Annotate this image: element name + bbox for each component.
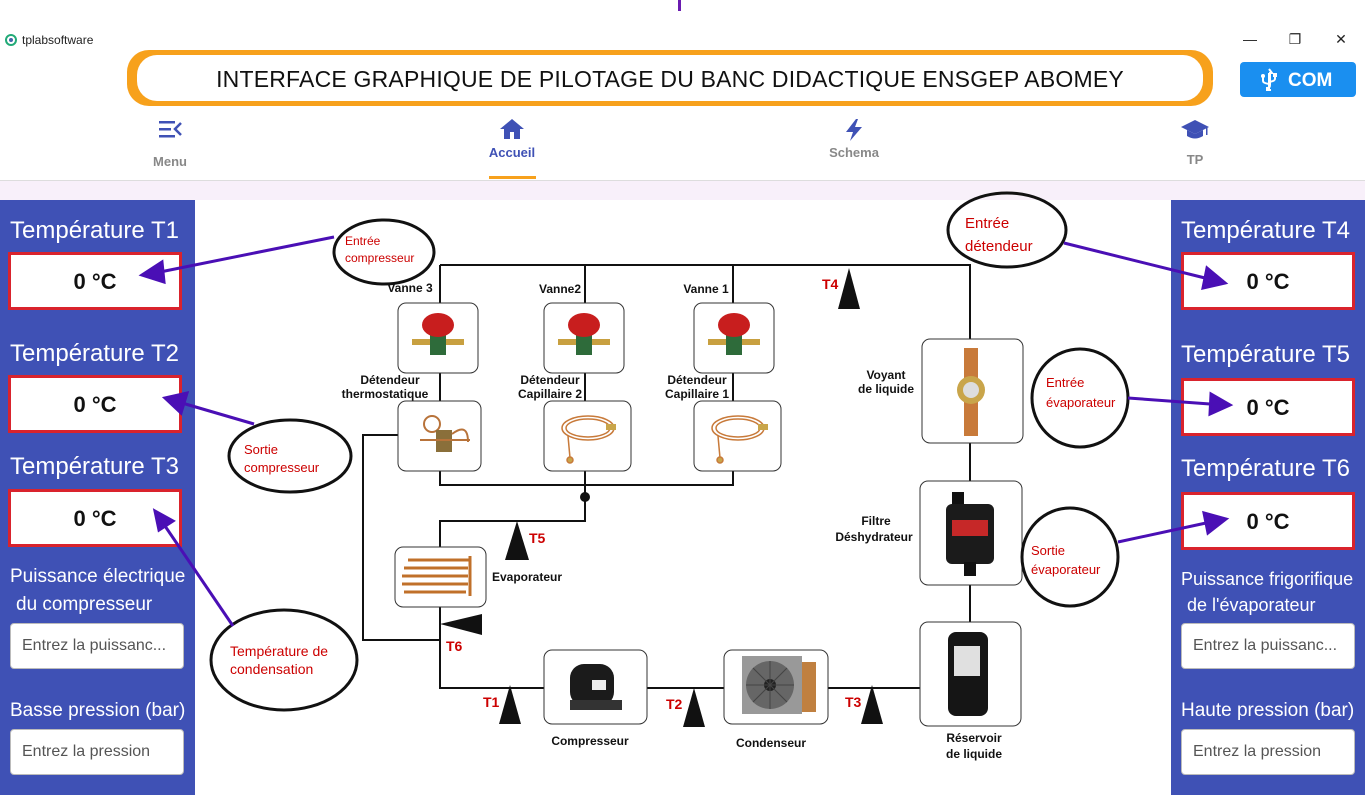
t4-label: Température T4: [1181, 217, 1350, 244]
nav-active-indicator: [489, 176, 536, 179]
nav-tp[interactable]: TP: [1155, 110, 1235, 180]
high-pressure-label: Haute pression (bar): [1181, 700, 1355, 721]
condenseur-label: Condenseur: [735, 736, 806, 750]
app-icon: [5, 34, 17, 46]
nav-accueil[interactable]: Accueil: [472, 110, 552, 180]
t3-label: Température T3: [10, 453, 179, 480]
sight-glass-icon: [957, 348, 985, 436]
reservoir-label-2: de liquide: [945, 747, 1002, 761]
ann-sortie-compresseur-1: Sortie: [244, 442, 278, 457]
detendeur-cap2-label-1: Détendeur: [520, 373, 580, 387]
detendeur-cap2-box: [543, 400, 632, 472]
maximize-button[interactable]: ❐: [1288, 31, 1302, 47]
ann-temp-condensation-1: Température de: [230, 643, 329, 659]
compressor-icon: [570, 664, 622, 710]
ann-sortie-evaporateur-2: évaporateur: [1031, 562, 1101, 577]
t1-value: 0 °C: [8, 252, 182, 310]
ann-sortie-compresseur-2: compresseur: [244, 460, 320, 475]
close-button[interactable]: ✕: [1335, 31, 1347, 47]
home-icon: [500, 119, 524, 139]
ann-entree-evaporateur-1: Entrée: [1046, 375, 1085, 390]
expansion-device-icons: [420, 415, 768, 464]
sensor-t4-label: T4: [822, 276, 839, 292]
vanne3-label: Vanne 3: [387, 281, 433, 295]
menu-icon: [159, 121, 182, 138]
detendeur-cap1-box: [693, 400, 782, 472]
elec-power-label-2: du compresseur: [16, 594, 153, 615]
nav-divider: [0, 180, 1365, 181]
nav-tp-label: TP: [1186, 152, 1204, 167]
t5-label: Température T5: [1181, 341, 1350, 368]
elec-power-label-1: Puissance électrique: [10, 566, 186, 587]
t5-value: 0 °C: [1181, 378, 1355, 436]
graduation-cap-icon: [1181, 120, 1209, 139]
cold-power-label-2: de l'évaporateur: [1187, 595, 1316, 615]
ann-sortie-evaporateur-1: Sortie: [1031, 543, 1065, 558]
banner-title: INTERFACE GRAPHIQUE DE PILOTAGE DU BANC …: [137, 55, 1203, 101]
nav-schema[interactable]: Schema: [814, 110, 894, 180]
detendeur-cap2-label-2: Capillaire 2: [517, 387, 583, 401]
vanne1-label: Vanne 1: [683, 282, 729, 296]
com-label: COM: [1288, 70, 1333, 91]
elec-power-input[interactable]: [10, 623, 184, 669]
voyant-label-2: de liquide: [857, 382, 914, 396]
ann-entree-compresseur-2: compresseur: [345, 251, 415, 265]
condenser-icon: [742, 656, 816, 714]
annotation-ellipses: [209, 191, 1130, 712]
minimize-button[interactable]: —: [1243, 31, 1257, 47]
high-pressure-input[interactable]: [1181, 729, 1355, 775]
filtre-label-1: Filtre: [861, 514, 891, 528]
ann-entree-detendeur-2: détendeur: [965, 238, 1033, 255]
nav-accueil-label: Accueil: [488, 145, 536, 160]
ann-entree-evaporateur-2: évaporateur: [1046, 395, 1116, 410]
sensor-t5-label: T5: [529, 530, 546, 546]
low-pressure-input[interactable]: [10, 729, 184, 775]
t2-label: Température T2: [10, 340, 179, 367]
top-indicator: [678, 0, 681, 11]
reservoir-label-1: Réservoir: [946, 731, 1002, 745]
com-button[interactable]: COM: [1240, 62, 1356, 97]
t6-label: Température T6: [1181, 455, 1350, 482]
sensor-t3-label: T3: [845, 694, 862, 710]
valve-icons: [412, 313, 760, 355]
voyant-label-1: Voyant: [866, 368, 906, 382]
annotation-arrows: [138, 235, 1234, 627]
app-title: tplabsoftware: [22, 33, 94, 47]
compresseur-label: Compresseur: [551, 734, 629, 748]
junction-dot: [580, 492, 590, 502]
vanne2-label: Vanne2: [538, 282, 582, 296]
t3-value: 0 °C: [8, 489, 182, 547]
cold-power-input[interactable]: [1181, 623, 1355, 669]
filter-drier-icon: [946, 492, 994, 576]
cold-power-label-1: Puissance frigorifique: [1181, 569, 1354, 589]
detendeur-cap1-label-2: Capillaire 1: [664, 387, 730, 401]
nav-menu[interactable]: Menu: [130, 110, 210, 180]
sensor-t1-label: T1: [483, 694, 500, 710]
detendeur-thermo-label-2: thermostatique: [341, 387, 429, 401]
sensor-t6-label: T6: [446, 638, 463, 654]
t4-value: 0 °C: [1181, 252, 1355, 310]
low-pressure-label: Basse pression (bar): [10, 700, 186, 721]
nav-menu-label: Menu: [153, 154, 187, 169]
nav-schema-label: Schema: [829, 145, 879, 160]
ann-temp-condensation-2: condensation: [230, 661, 314, 677]
ann-entree-compresseur-1: Entrée: [345, 234, 381, 248]
detendeur-cap1-label-1: Détendeur: [667, 373, 727, 387]
sensor-markers: [440, 268, 883, 727]
sensor-t2-label: T2: [666, 696, 683, 712]
detendeur-thermo-label-1: Détendeur: [360, 373, 420, 387]
evaporator-icon: [402, 556, 472, 596]
lightning-icon: [846, 119, 862, 141]
usb-icon: [1261, 68, 1277, 91]
ann-entree-detendeur-1: Entrée: [965, 215, 1010, 232]
t1-label: Température T1: [10, 217, 179, 244]
filtre-label-2: Déshydrateur: [835, 530, 913, 544]
evaporateur-label: Evaporateur: [491, 570, 563, 584]
receiver-icon: [948, 632, 988, 716]
